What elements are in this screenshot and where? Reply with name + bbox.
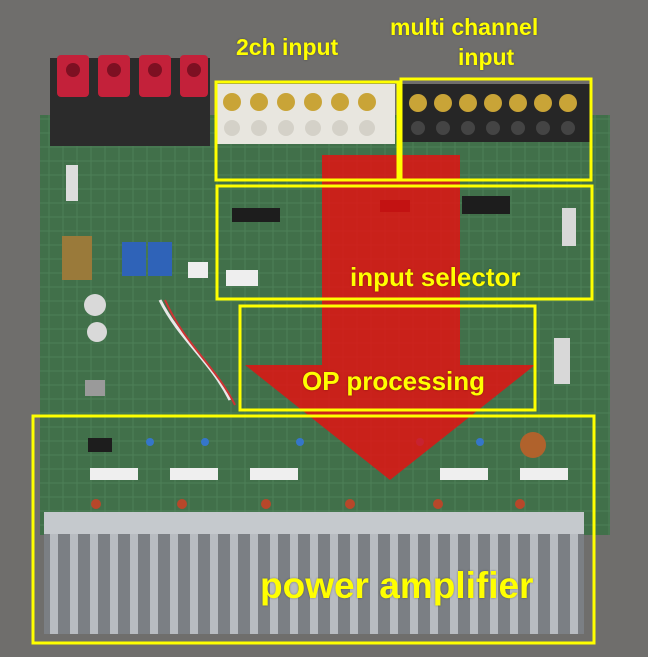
label-2ch-input: 2ch input [236, 34, 339, 60]
label-multi-channel-line2: input [458, 44, 515, 70]
speaker-terminals [50, 55, 210, 146]
rca-jacks-2ch [215, 84, 395, 144]
label-input-selector: input selector [350, 262, 521, 292]
heatsink-fin [330, 534, 338, 634]
rca-jacks-multichannel [402, 84, 590, 142]
heatsink-fin [490, 534, 498, 634]
heatsink-fin [50, 534, 58, 634]
heatsink-fin [470, 534, 478, 634]
label-power-amplifier: power amplifier [260, 565, 534, 606]
heatsink-fin [170, 534, 178, 634]
box-2ch-input [214, 80, 400, 182]
heatsink-fin [450, 534, 458, 634]
heatsink-fin [250, 534, 258, 634]
heatsink-fin [290, 534, 298, 634]
heatsink-fin [350, 534, 358, 634]
heatsink-fin [210, 534, 218, 634]
heatsink-fin [150, 534, 158, 634]
heatsink-fin [90, 534, 98, 634]
heatsink-fin [70, 534, 78, 634]
heatsink-fin [230, 534, 238, 634]
box-multi-channel-input [399, 77, 593, 182]
heatsink-fin [530, 534, 538, 634]
heatsink-fin [370, 534, 378, 634]
heatsink-fin [270, 534, 278, 634]
heatsink-fin [130, 534, 138, 634]
heatsink-fin [390, 534, 398, 634]
label-op-processing: OP processing [302, 366, 486, 396]
box-op-processing [238, 304, 537, 412]
heatsink [44, 512, 584, 634]
label-multi-channel-line1: multi channel [390, 14, 539, 40]
heatsink-fin [430, 534, 438, 634]
heatsink-fin [110, 534, 118, 634]
heatsink-fin [550, 534, 558, 634]
heatsink-fin [570, 534, 578, 634]
box-input-selector [215, 184, 594, 301]
heatsink-fin [410, 534, 418, 634]
box-power-amplifier [31, 414, 596, 645]
heatsink-fin [310, 534, 318, 634]
heatsink-fin [510, 534, 518, 634]
signal-flow-arrow [245, 155, 535, 480]
board-components [62, 165, 576, 509]
heatsink-fin [190, 534, 198, 634]
